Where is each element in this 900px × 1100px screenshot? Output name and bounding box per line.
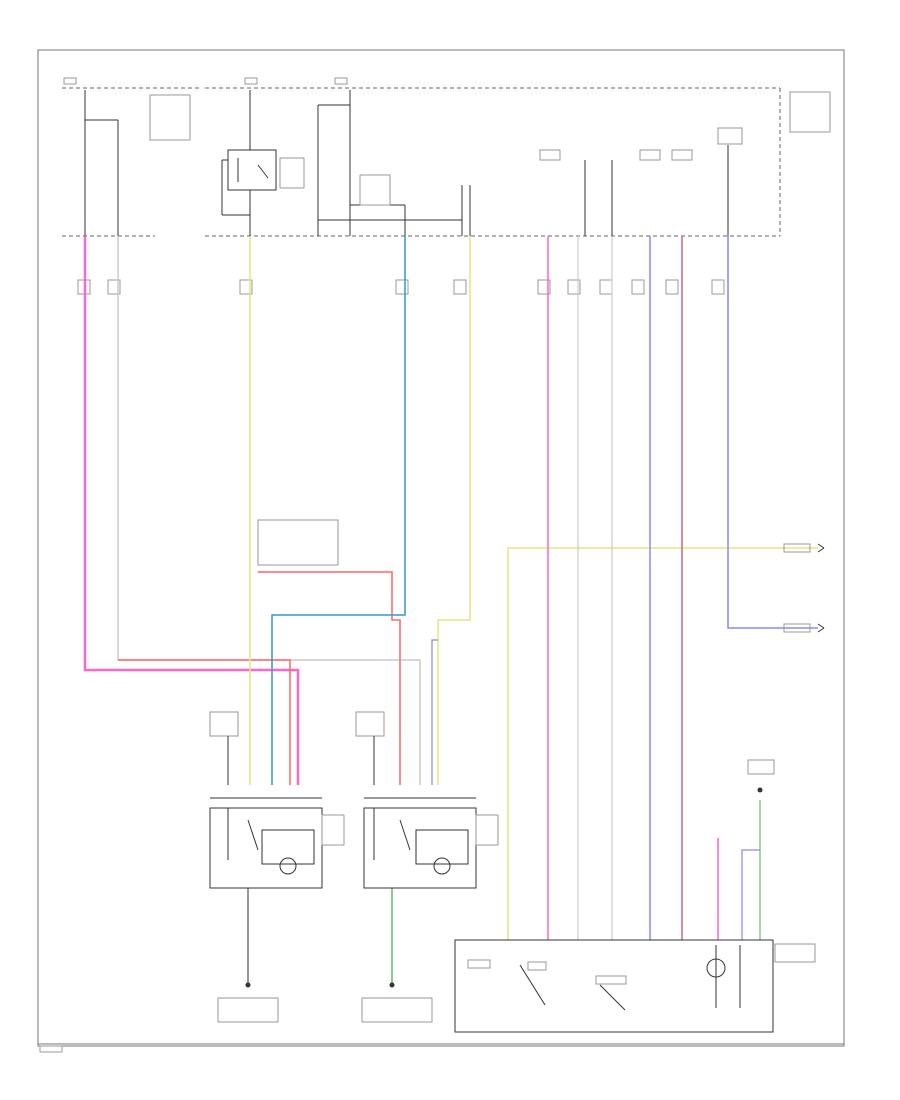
switch-ground-point xyxy=(747,759,775,793)
page-number xyxy=(39,1045,63,1053)
power-distribution-fuse-box xyxy=(62,77,831,237)
blue-signal xyxy=(271,236,406,785)
ground-right-front xyxy=(217,982,279,1023)
violet-trunk-out xyxy=(727,236,818,629)
wire-labels xyxy=(77,279,725,566)
headlamp-leveling-switch xyxy=(454,939,816,1033)
ground-left-front xyxy=(361,982,433,1023)
left-headlamp-leveling-motor xyxy=(355,711,499,889)
pink-feed-left xyxy=(83,236,300,785)
diagram-frame xyxy=(37,49,845,1047)
white-feed-left xyxy=(117,236,421,785)
yellow-trunk-out xyxy=(507,547,818,940)
violet-module xyxy=(431,639,438,785)
left-fuses xyxy=(84,90,191,236)
red-feed-right xyxy=(118,659,291,785)
red-signal xyxy=(258,571,401,785)
module-pins xyxy=(539,127,743,236)
right-headlamp-leveling-motor xyxy=(209,711,345,985)
blue-switch-ground xyxy=(741,849,760,940)
trunk-out-arrows xyxy=(783,543,825,633)
yellow-module xyxy=(437,236,471,785)
hood-relay xyxy=(221,90,305,236)
middle-fuses xyxy=(317,90,471,236)
